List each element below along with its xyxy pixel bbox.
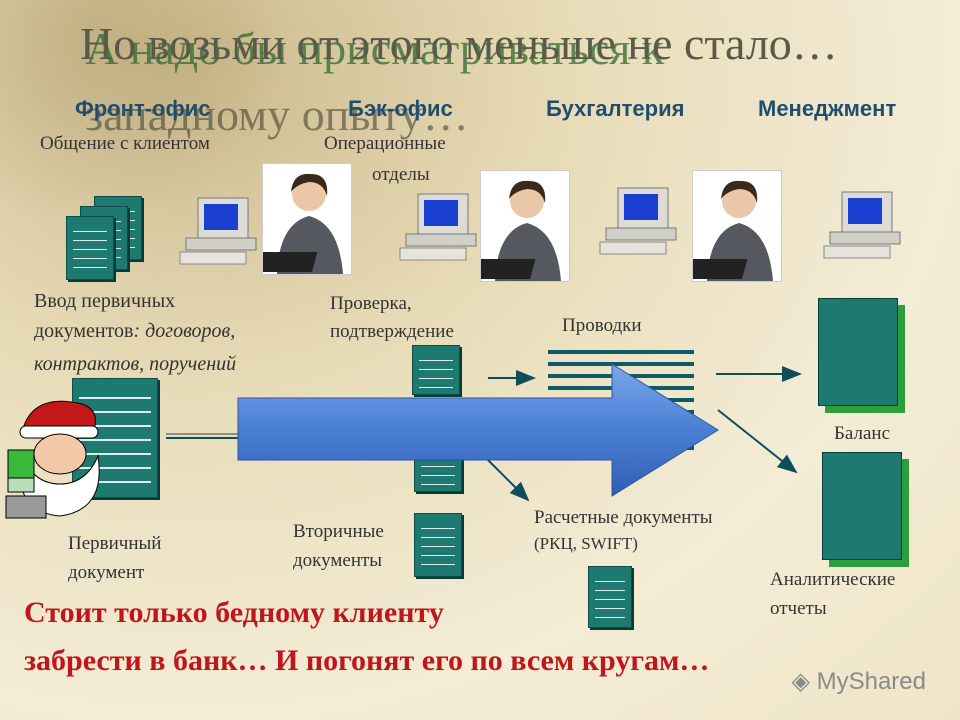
doc-settlement xyxy=(588,566,632,628)
bottom-text-line-1: Стоит только бедному клиенту xyxy=(24,596,444,629)
label-analytic-1: Аналитические xyxy=(770,569,896,590)
column-front-office: Фронт-офис xyxy=(75,96,211,121)
label-input-2: документов: договоров, xyxy=(34,318,235,344)
santa-client-clipart xyxy=(5,400,100,519)
label-input-3: контрактов, поручений xyxy=(34,353,237,375)
operator-photo xyxy=(692,170,782,282)
balance-box xyxy=(818,298,898,406)
label-secondary-1: Вторичные xyxy=(293,521,384,542)
label-check-2: подтверждение xyxy=(330,321,454,342)
label-balance: Баланс xyxy=(834,423,891,444)
label-operational-2: отделы xyxy=(372,164,430,185)
doc-stack-3 xyxy=(66,216,114,280)
column-back-office: Бэк-офис xyxy=(348,96,453,121)
label-check-1: Проверка, xyxy=(330,293,412,314)
column-accounting: Бухгалтерия xyxy=(546,96,685,121)
label-secondary-2: документы xyxy=(293,550,383,571)
label-input-2a: документов xyxy=(34,320,134,342)
label-input-2b: : договоров, xyxy=(133,320,236,342)
label-primary-2: документ xyxy=(68,562,145,583)
label-postings: Проводки xyxy=(562,315,642,336)
label-settlement-2: (РКЦ, SWIFT) xyxy=(534,534,638,553)
title-line-a: А надо бы присматриваться к xyxy=(85,23,665,74)
title-line-b: западному опыту… xyxy=(85,89,469,140)
label-input-1: Ввод первичных xyxy=(34,290,176,312)
label-settlement-1: Расчетные документы xyxy=(534,507,713,528)
operator-photo xyxy=(262,163,352,275)
label-operational-1: Операционные xyxy=(324,133,446,154)
analytic-reports-box xyxy=(822,452,902,560)
primary-document xyxy=(72,378,158,498)
label-analytic-2: отчеты xyxy=(770,598,827,619)
label-primary-1: Первичный xyxy=(68,533,162,554)
watermark-logo: ◈ MyShared xyxy=(791,667,926,696)
doc-secondary xyxy=(414,513,462,577)
computer-icon xyxy=(179,197,257,265)
computer-icon xyxy=(599,187,677,255)
watermark-text: MyShared xyxy=(816,668,926,695)
title-line-1: Но возьми от этого меньше не стало… xyxy=(80,18,838,69)
big-flow-arrow xyxy=(237,363,719,497)
operator-photo xyxy=(480,170,570,282)
watermark-icon: ◈ xyxy=(791,668,810,695)
computer-icon xyxy=(823,191,901,259)
column-management: Менеджмент xyxy=(758,96,897,121)
label-client-communication: Общение с клиентом xyxy=(40,133,210,154)
computer-icon xyxy=(399,193,477,261)
doc-checked xyxy=(412,345,460,395)
bottom-text-line-2: забрести в банк… И погонят его по всем к… xyxy=(24,644,710,677)
